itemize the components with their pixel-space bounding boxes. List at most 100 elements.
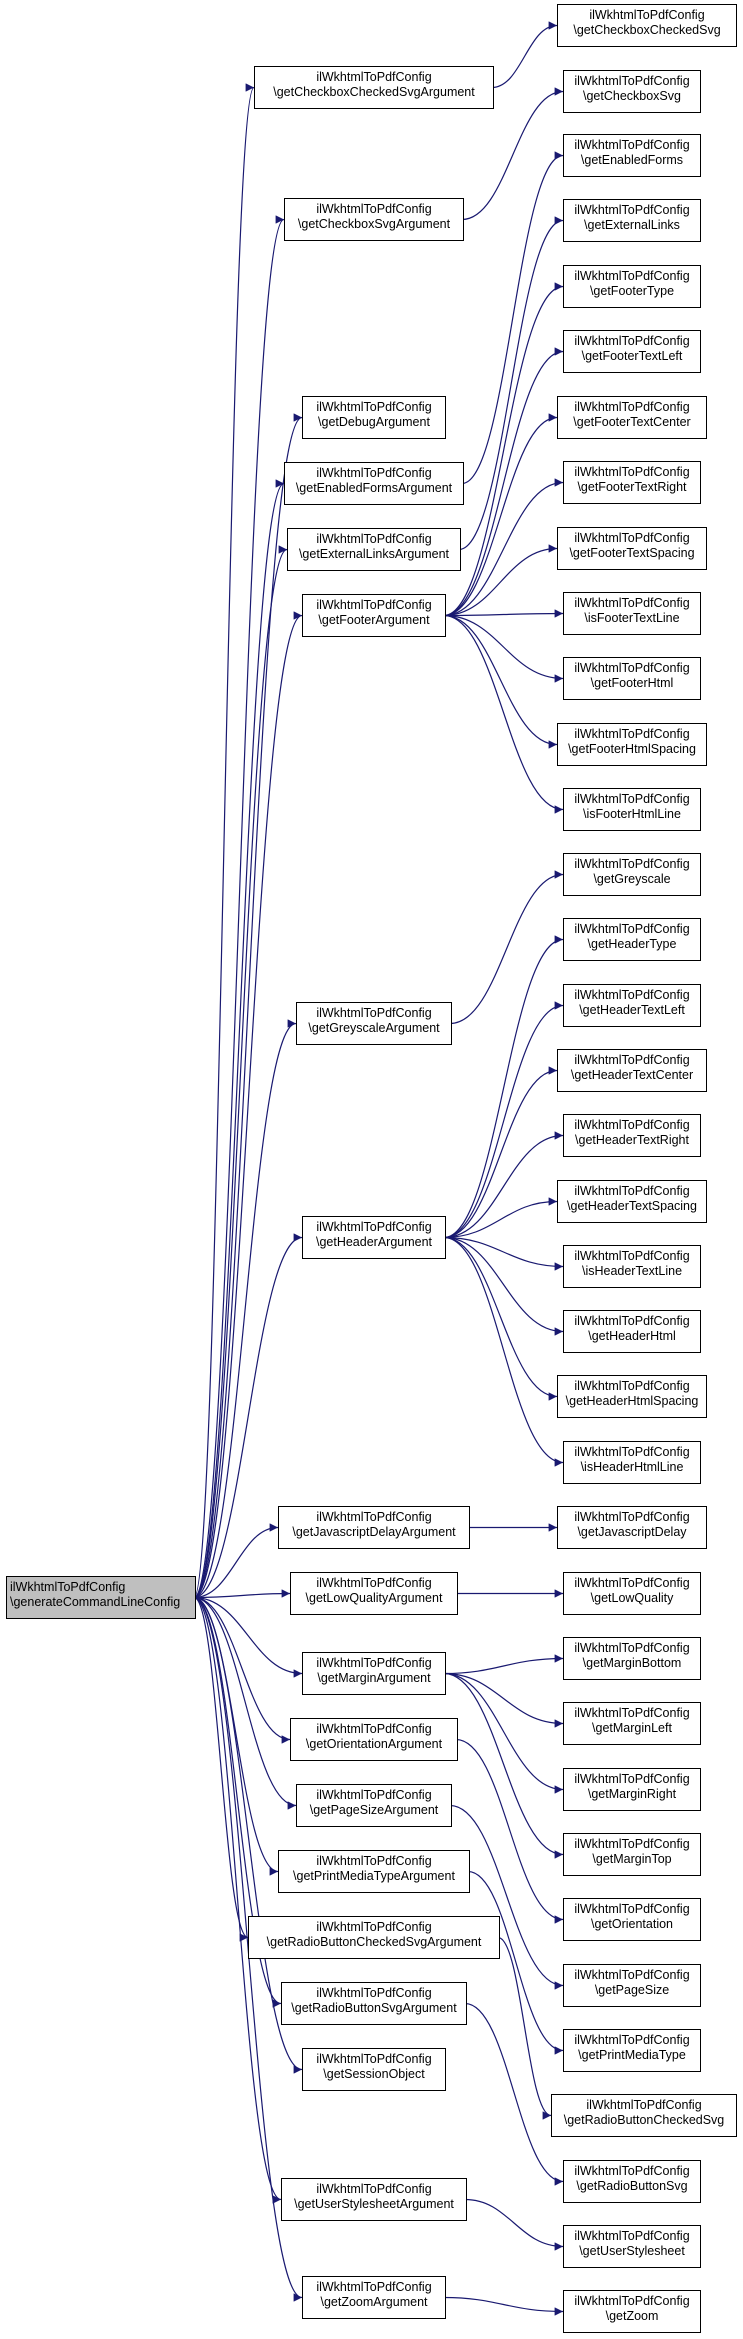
node-get-low-quality[interactable]: ilWkhtmlToPdfConfig\getLowQuality — [563, 1572, 701, 1615]
node-class-label: ilWkhtmlToPdfConfig — [574, 1706, 690, 1720]
node-get-radio-button-svg[interactable]: ilWkhtmlToPdfConfig\getRadioButtonSvg — [563, 2160, 701, 2203]
node-get-checkbox-checked-svg[interactable]: ilWkhtmlToPdfConfig\getCheckboxCheckedSv… — [557, 4, 737, 47]
node-get-header-html-spacing[interactable]: ilWkhtmlToPdfConfig\getHeaderHtmlSpacing — [557, 1375, 707, 1418]
edge-getHeaderArgument-to-getHeaderType — [443, 935, 564, 1239]
node-get-header-html[interactable]: ilWkhtmlToPdfConfig\getHeaderHtml — [563, 1310, 701, 1353]
edge-getHeaderArgument-to-getHeaderTextSpacing — [443, 1197, 558, 1239]
node-get-header-text-right[interactable]: ilWkhtmlToPdfConfig\getHeaderTextRight — [563, 1114, 701, 1157]
node-method-label: \getMarginArgument — [317, 1671, 431, 1685]
node-get-header-type[interactable]: ilWkhtmlToPdfConfig\getHeaderType — [563, 918, 701, 961]
node-get-header-text-spacing[interactable]: ilWkhtmlToPdfConfig\getHeaderTextSpacing — [557, 1180, 707, 1223]
node-get-javascript-delay-argument[interactable]: ilWkhtmlToPdfConfig\getJavascriptDelayAr… — [278, 1506, 470, 1549]
node-method-label: \generateCommandLineConfig — [10, 1595, 181, 1609]
node-get-header-text-left[interactable]: ilWkhtmlToPdfConfig\getHeaderTextLeft — [563, 984, 701, 1027]
node-get-footer-argument[interactable]: ilWkhtmlToPdfConfig\getFooterArgument — [302, 594, 446, 637]
node-get-radio-button-checked-svg[interactable]: ilWkhtmlToPdfConfig\getRadioButtonChecke… — [551, 2094, 737, 2137]
edge-getHeaderArgument-to-isHeaderHtmlLine — [443, 1236, 564, 1467]
node-get-footer-type[interactable]: ilWkhtmlToPdfConfig\getFooterType — [563, 265, 701, 308]
edge-root-to-getMarginArgument — [193, 1596, 303, 1678]
node-get-orientation[interactable]: ilWkhtmlToPdfConfig\getOrientation — [563, 1898, 701, 1941]
edge-getPageSizeArgument-to-getPageSize — [449, 1804, 564, 1990]
node-get-footer-text-right[interactable]: ilWkhtmlToPdfConfig\getFooterTextRight — [563, 461, 701, 504]
node-get-checkbox-svg-argument[interactable]: ilWkhtmlToPdfConfig\getCheckboxSvgArgume… — [284, 198, 464, 241]
node-method-label: \getFooterType — [589, 284, 675, 298]
node-is-footer-html-line[interactable]: ilWkhtmlToPdfConfig\isFooterHtmlLine — [563, 788, 701, 831]
node-get-enabled-forms[interactable]: ilWkhtmlToPdfConfig\getEnabledForms — [563, 134, 701, 177]
node-method-label: \getOrientationArgument — [305, 1737, 443, 1751]
node-class-label: ilWkhtmlToPdfConfig — [574, 857, 690, 871]
node-is-footer-text-line[interactable]: ilWkhtmlToPdfConfig\isFooterTextLine — [563, 592, 701, 635]
node-is-header-html-line[interactable]: ilWkhtmlToPdfConfig\isHeaderHtmlLine — [563, 1441, 701, 1484]
node-get-user-stylesheet-argument[interactable]: ilWkhtmlToPdfConfig\getUserStylesheetArg… — [281, 2178, 467, 2221]
node-method-label: \getPrintMediaTypeArgument — [293, 1869, 455, 1883]
node-get-print-media-type[interactable]: ilWkhtmlToPdfConfig\getPrintMediaType — [563, 2029, 701, 2072]
node-get-zoom[interactable]: ilWkhtmlToPdfConfig\getZoom — [563, 2290, 701, 2333]
edge-root-to-getPageSizeArgument — [193, 1596, 297, 1810]
node-method-label: \getHeaderHtmlSpacing — [565, 1394, 699, 1408]
node-get-checkbox-checked-svg-argument[interactable]: ilWkhtmlToPdfConfig\getCheckboxCheckedSv… — [254, 66, 494, 109]
node-get-external-links[interactable]: ilWkhtmlToPdfConfig\getExternalLinks — [563, 199, 701, 242]
node-class-label: ilWkhtmlToPdfConfig — [574, 1902, 690, 1916]
node-get-footer-text-spacing[interactable]: ilWkhtmlToPdfConfig\getFooterTextSpacing — [557, 527, 707, 570]
node-get-margin-right[interactable]: ilWkhtmlToPdfConfig\getMarginRight — [563, 1768, 701, 1811]
edge-root-to-getLowQualityArgument — [193, 1589, 291, 1599]
node-method-label: \getJavascriptDelayArgument — [292, 1525, 456, 1539]
node-get-page-size-argument[interactable]: ilWkhtmlToPdfConfig\getPageSizeArgument — [296, 1784, 452, 1827]
node-get-javascript-delay[interactable]: ilWkhtmlToPdfConfig\getJavascriptDelay — [557, 1506, 707, 1549]
node-method-label: \getGreyscaleArgument — [308, 1021, 440, 1035]
node-get-zoom-argument[interactable]: ilWkhtmlToPdfConfig\getZoomArgument — [302, 2276, 446, 2319]
node-method-label: \getJavascriptDelay — [577, 1525, 687, 1539]
node-class-label: ilWkhtmlToPdfConfig — [574, 1053, 690, 1067]
edge-getGreyscaleArgument-to-getGreyscale — [449, 870, 564, 1025]
node-get-footer-text-left[interactable]: ilWkhtmlToPdfConfig\getFooterTextLeft — [563, 330, 701, 373]
node-get-header-text-center[interactable]: ilWkhtmlToPdfConfig\getHeaderTextCenter — [557, 1049, 707, 1092]
node-root[interactable]: ilWkhtmlToPdfConfig\generateCommandLineC… — [6, 1576, 196, 1619]
node-class-label: ilWkhtmlToPdfConfig — [316, 1854, 432, 1868]
node-method-label: \getMarginBottom — [582, 1656, 682, 1670]
node-class-label: ilWkhtmlToPdfConfig — [316, 1656, 432, 1670]
node-get-enabled-forms-argument[interactable]: ilWkhtmlToPdfConfig\getEnabledFormsArgum… — [284, 462, 464, 505]
edge-root-to-getSessionObject — [193, 1596, 303, 2074]
node-method-label: \getLowQualityArgument — [305, 1591, 443, 1605]
node-method-label: \getPageSize — [594, 1983, 670, 1997]
node-method-label: \getZoom — [605, 2309, 659, 2323]
node-get-margin-left[interactable]: ilWkhtmlToPdfConfig\getMarginLeft — [563, 1702, 701, 1745]
node-class-label: ilWkhtmlToPdfConfig — [574, 203, 690, 217]
node-class-label: ilWkhtmlToPdfConfig — [316, 1722, 432, 1736]
node-method-label: \getUserStylesheetArgument — [294, 2197, 454, 2211]
node-get-checkbox-svg[interactable]: ilWkhtmlToPdfConfig\getCheckboxSvg — [563, 70, 701, 113]
node-class-label: ilWkhtmlToPdfConfig — [316, 466, 432, 480]
node-get-external-links-argument[interactable]: ilWkhtmlToPdfConfig\getExternalLinksArgu… — [287, 528, 461, 571]
node-class-label: ilWkhtmlToPdfConfig — [586, 2098, 702, 2112]
node-get-orientation-argument[interactable]: ilWkhtmlToPdfConfig\getOrientationArgume… — [290, 1718, 458, 1761]
node-get-print-media-type-argument[interactable]: ilWkhtmlToPdfConfig\getPrintMediaTypeArg… — [278, 1850, 470, 1893]
node-is-header-text-line[interactable]: ilWkhtmlToPdfConfig\isHeaderTextLine — [563, 1245, 701, 1288]
node-get-page-size[interactable]: ilWkhtmlToPdfConfig\getPageSize — [563, 1964, 701, 2007]
node-get-debug-argument[interactable]: ilWkhtmlToPdfConfig\getDebugArgument — [302, 396, 446, 439]
node-get-header-argument[interactable]: ilWkhtmlToPdfConfig\getHeaderArgument — [302, 1216, 446, 1259]
node-method-label: \getHeaderTextLeft — [579, 1003, 685, 1017]
edge-getFooterArgument-to-getFooterTextRight — [443, 478, 564, 617]
node-get-footer-html-spacing[interactable]: ilWkhtmlToPdfConfig\getFooterHtmlSpacing — [557, 723, 707, 766]
node-get-low-quality-argument[interactable]: ilWkhtmlToPdfConfig\getLowQualityArgumen… — [290, 1572, 458, 1615]
node-get-margin-argument[interactable]: ilWkhtmlToPdfConfig\getMarginArgument — [302, 1652, 446, 1695]
node-get-footer-html[interactable]: ilWkhtmlToPdfConfig\getFooterHtml — [563, 657, 701, 700]
node-class-label: ilWkhtmlToPdfConfig — [574, 138, 690, 152]
node-get-greyscale[interactable]: ilWkhtmlToPdfConfig\getGreyscale — [563, 853, 701, 896]
node-method-label: \isFooterHtmlLine — [583, 807, 681, 821]
node-get-margin-bottom[interactable]: ilWkhtmlToPdfConfig\getMarginBottom — [563, 1637, 701, 1680]
node-class-label: ilWkhtmlToPdfConfig — [574, 531, 690, 545]
node-method-label: \getHeaderTextRight — [575, 1133, 689, 1147]
node-get-session-object[interactable]: ilWkhtmlToPdfConfig\getSessionObject — [302, 2048, 446, 2091]
node-class-label: ilWkhtmlToPdfConfig — [574, 661, 690, 675]
node-method-label: \getHeaderTextCenter — [570, 1068, 694, 1082]
node-class-label: ilWkhtmlToPdfConfig — [316, 1510, 432, 1524]
node-class-label: ilWkhtmlToPdfConfig — [574, 1379, 690, 1393]
node-get-greyscale-argument[interactable]: ilWkhtmlToPdfConfig\getGreyscaleArgument — [296, 1002, 452, 1045]
node-get-footer-text-center[interactable]: ilWkhtmlToPdfConfig\getFooterTextCenter — [557, 396, 707, 439]
node-get-user-stylesheet[interactable]: ilWkhtmlToPdfConfig\getUserStylesheet — [563, 2225, 701, 2268]
node-get-radio-button-svg-argument[interactable]: ilWkhtmlToPdfConfig\getRadioButtonSvgArg… — [281, 1982, 467, 2025]
node-get-margin-top[interactable]: ilWkhtmlToPdfConfig\getMarginTop — [563, 1833, 701, 1876]
node-get-radio-button-checked-svg-argument[interactable]: ilWkhtmlToPdfConfig\getRadioButtonChecke… — [248, 1916, 500, 1959]
